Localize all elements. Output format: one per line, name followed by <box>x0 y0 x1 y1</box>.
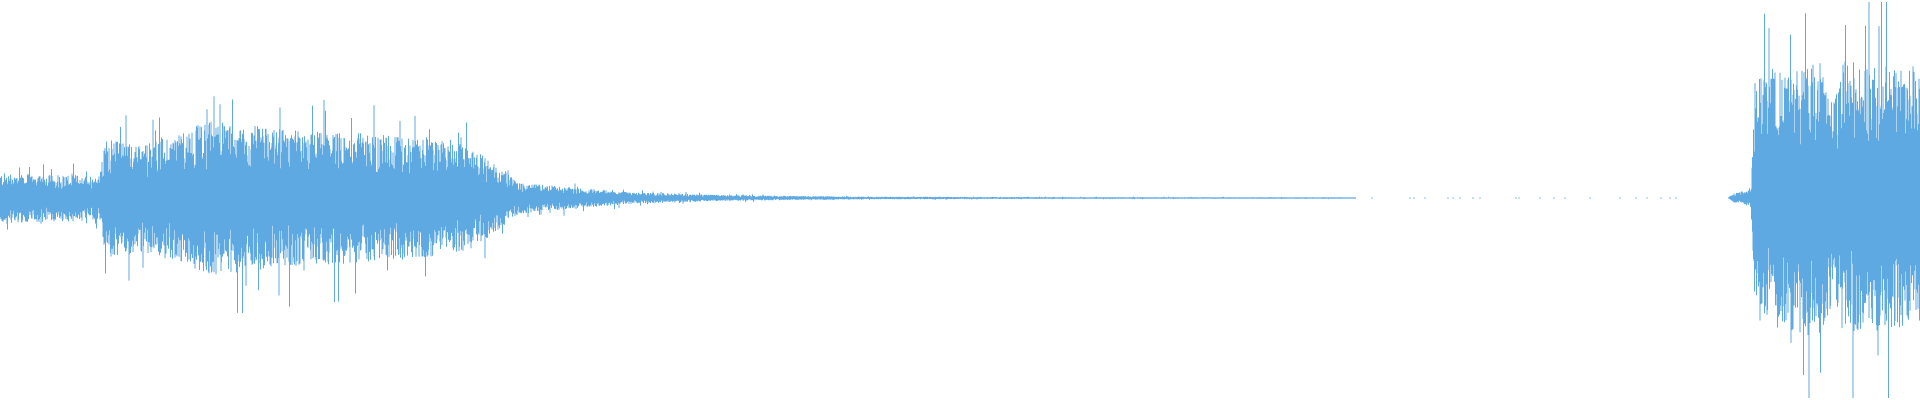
waveform-peaks <box>0 2 1920 398</box>
audio-waveform <box>0 0 1920 400</box>
waveform-canvas <box>0 2 1920 398</box>
waveform-path <box>0 2 1920 398</box>
